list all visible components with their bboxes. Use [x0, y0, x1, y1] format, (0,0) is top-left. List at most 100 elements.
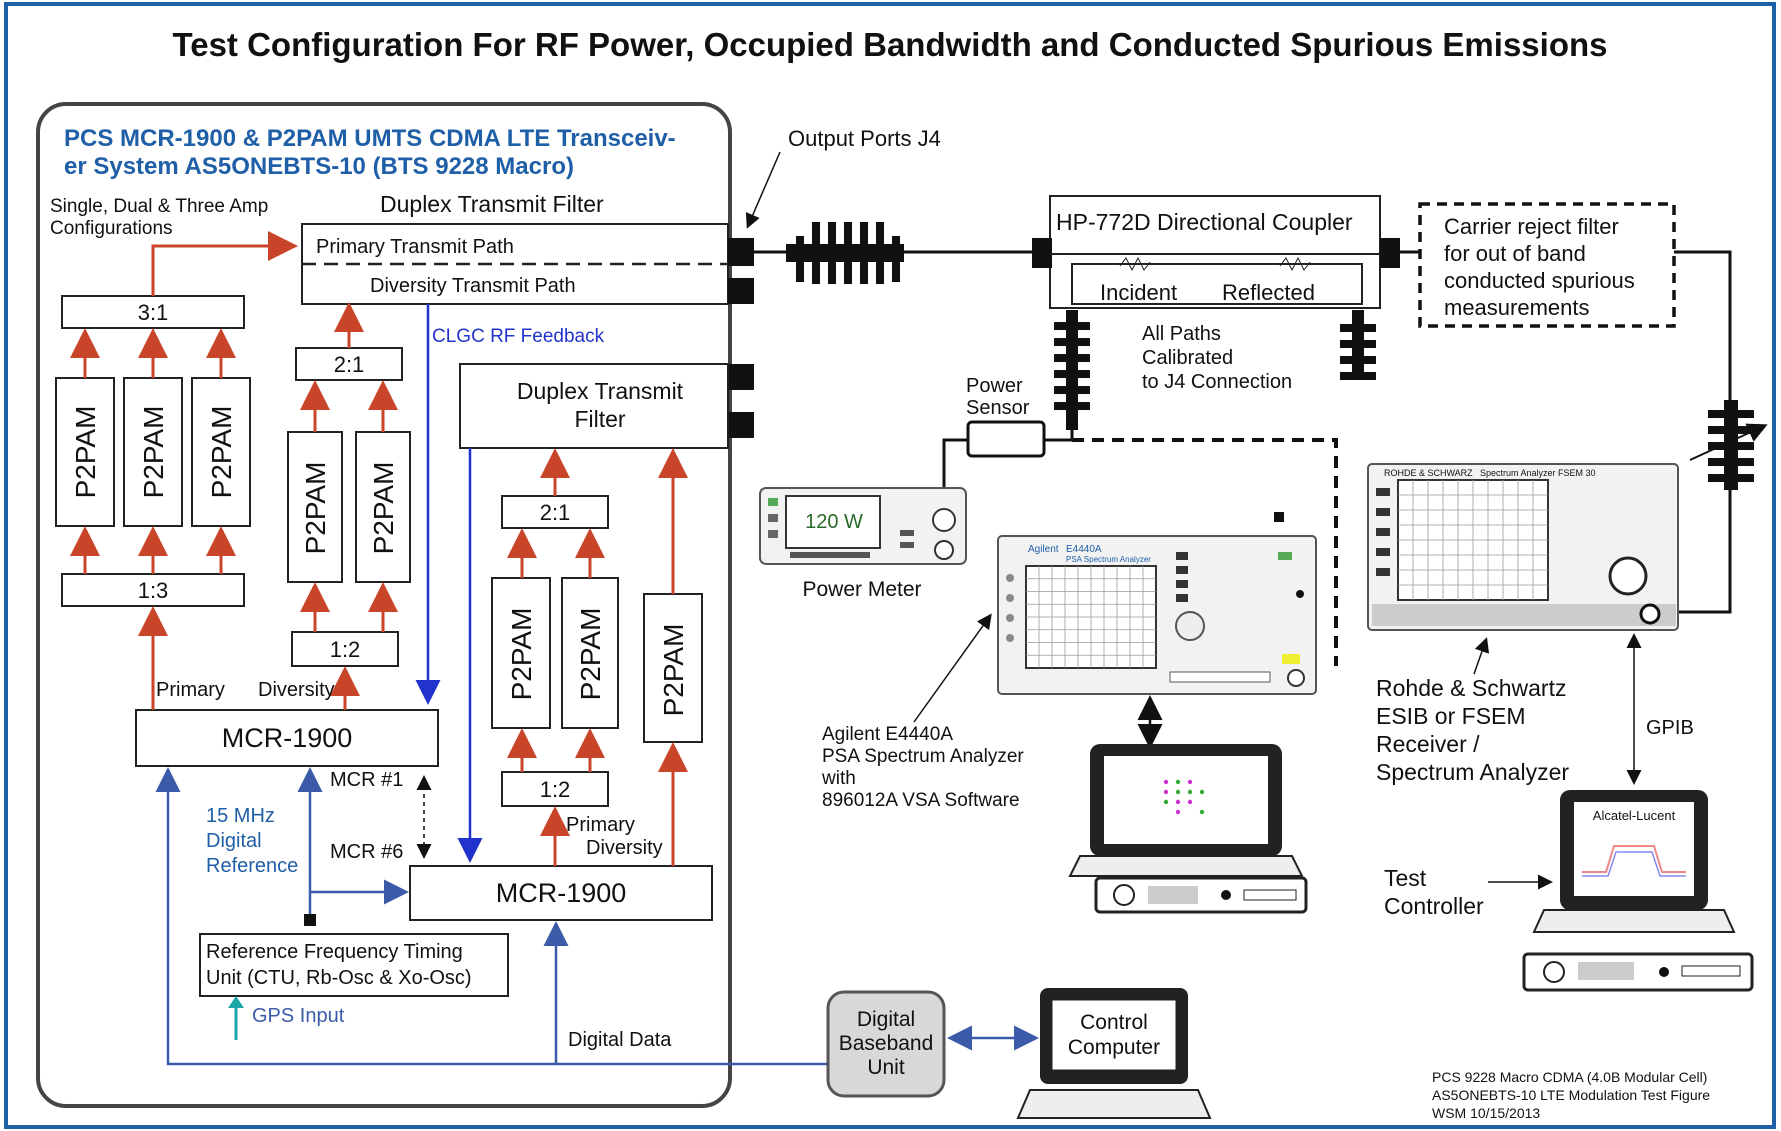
incident-label: Incident — [1100, 280, 1177, 305]
power-meter-output — [934, 540, 954, 560]
rs-line2: ESIB or FSEM — [1376, 703, 1526, 729]
attenuator-fin — [1054, 338, 1090, 346]
combiner-2-1-b-label: 2:1 — [540, 500, 571, 525]
controller-screen — [1574, 802, 1694, 896]
reflected-label: Reflected — [1222, 280, 1315, 305]
clgc-feedback-label: CLGC RF Feedback — [432, 326, 605, 347]
control-computer-screen — [1051, 999, 1177, 1071]
power-meter-key — [768, 530, 778, 538]
amp-config-line2: Configurations — [50, 218, 173, 239]
control-computer-keyboard — [1016, 1089, 1212, 1119]
rs-pointer — [1473, 637, 1490, 675]
p2pam-label: P2PAM — [368, 462, 399, 555]
agilent-line3: with — [821, 768, 856, 789]
p2pam-label: P2PAM — [506, 608, 537, 701]
constellation-point — [1187, 789, 1193, 795]
baseband-bus-to-main — [155, 767, 828, 1066]
constellation-point — [1175, 779, 1181, 785]
control-line1: Control — [1080, 1011, 1148, 1034]
psa-key — [1176, 580, 1188, 588]
constellation-point — [1187, 779, 1193, 785]
vsa-computer — [1068, 744, 1308, 914]
coupler-port — [1032, 238, 1052, 268]
splitter-1-3 — [61, 573, 245, 607]
power-meter-key — [900, 542, 914, 548]
constellation-point — [1163, 799, 1169, 805]
attenuator-fin — [1340, 356, 1376, 364]
rs-key — [1376, 568, 1390, 576]
system-title-line2: er System AS5ONEBTS-10 (BTS 9228 Macro) — [64, 153, 574, 180]
output-ports-pointer — [745, 151, 781, 229]
coupler-sample-arm — [1071, 263, 1363, 305]
mcr-1900-secondary-label: MCR-1900 — [496, 878, 627, 908]
reject-line1: Carrier reject filter — [1444, 214, 1619, 239]
system-title-line1: PCS MCR-1900 & P2PAM UMTS CDMA LTE Trans… — [64, 125, 676, 152]
psa-side-key — [1006, 594, 1014, 602]
combiner-2-1-label: 2:1 — [334, 352, 365, 377]
p2pam-label: P2PAM — [206, 406, 237, 499]
power-meter-label: Power Meter — [802, 578, 921, 601]
port-stub — [728, 278, 754, 304]
rs-knob — [1608, 556, 1648, 596]
attenuator-fin — [1340, 340, 1376, 348]
power-sensor-line2: Sensor — [966, 397, 1030, 419]
duplex-filter-2-line2: Filter — [574, 406, 625, 432]
digital-ref-line2: Digital — [206, 830, 262, 852]
test-controller-line1: Test — [1384, 865, 1427, 891]
psa-grid — [1026, 566, 1156, 668]
psa-led — [1278, 552, 1292, 560]
combiner-3-1-label: 3:1 — [138, 300, 169, 325]
constellation-point — [1199, 809, 1205, 815]
p2pam-amplifier — [287, 431, 343, 583]
path-to-primary — [151, 231, 298, 296]
diversity-transmit-path: Diversity Transmit Path — [370, 275, 576, 297]
rs-rf-input — [1639, 603, 1661, 625]
rs-analyzer: ROHDE & SCHWARZ Spectrum Analyzer FSEM 3… — [1367, 463, 1679, 631]
power-meter-softkeys — [790, 552, 870, 558]
diversity-label-2: Diversity — [586, 837, 663, 859]
gps-input-label: GPS Input — [252, 1005, 345, 1027]
primary-label-2: Primary — [566, 814, 635, 836]
attenuator-core — [786, 244, 904, 262]
vsa-base — [1068, 855, 1304, 877]
gps-arrowhead — [228, 996, 244, 1008]
attenuator-fin — [1340, 372, 1376, 380]
resistor-symbol — [1279, 256, 1311, 272]
controller-spectrum-trace — [1582, 845, 1686, 873]
digital-ref-line1: 15 MHz — [206, 805, 275, 827]
coupler-label: HP-772D Directional Coupler — [1056, 209, 1353, 235]
power-meter-reading: 120 W — [805, 511, 863, 533]
sensor-to-meter-cable — [942, 438, 968, 508]
attenuator-fin — [1054, 386, 1090, 394]
calibrated-line2: Calibrated — [1142, 347, 1233, 369]
coupler-port — [1380, 238, 1400, 268]
rs-grid — [1398, 480, 1548, 600]
power-sensor-line1: Power — [966, 375, 1023, 397]
duplex-filter-label: Duplex Transmit Filter — [380, 191, 604, 217]
rs-model: Spectrum Analyzer FSEM 30 — [1480, 468, 1596, 478]
controller-power-led — [1659, 967, 1669, 977]
controller-base — [1532, 909, 1736, 933]
footer-line2: AS5ONEBTS-10 LTE Modulation Test Figure — [1432, 1087, 1710, 1103]
vsa-slot — [1243, 889, 1297, 901]
sample-to-psa-cable — [1072, 438, 1338, 666]
controller-spectrum-trace-2 — [1582, 851, 1686, 877]
controller-vents — [1578, 962, 1634, 980]
constellation-point — [1187, 799, 1193, 805]
mcr6-label: MCR #6 — [330, 841, 403, 863]
reject-line4: measurements — [1444, 295, 1590, 320]
outer-frame — [4, 2, 1776, 1129]
baseband-line2: Baseband — [839, 1032, 934, 1055]
splitter-1-2 — [291, 631, 399, 667]
agilent-psa: Agilent E4440A PSA Spectrum Analyzer — [997, 535, 1317, 695]
splitter-1-2-label: 1:2 — [330, 637, 361, 662]
vsa-drive-icon — [1113, 884, 1135, 906]
psa-input-label — [1282, 654, 1300, 664]
diagram-title: Test Configuration For RF Power, Occupie… — [173, 26, 1608, 63]
rs-key — [1376, 488, 1390, 496]
port-stub — [728, 412, 754, 438]
constellation-point — [1175, 799, 1181, 805]
amp-config-line1: Single, Dual & Three Amp — [50, 196, 268, 217]
psa-tray — [1169, 671, 1271, 683]
constellation-point — [1163, 779, 1169, 785]
